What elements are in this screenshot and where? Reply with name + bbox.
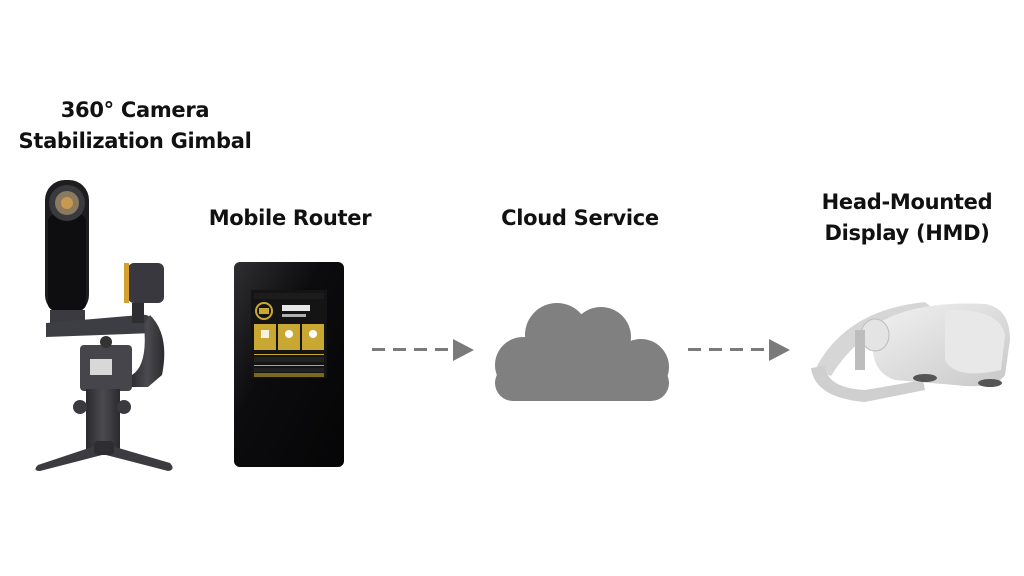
hmd-label-line-1: Head-Mounted xyxy=(821,190,993,214)
router-label-line-1: Mobile Router xyxy=(208,206,372,230)
gimbal-label-line-1: 360° Camera xyxy=(60,98,210,122)
mobile-router-icon xyxy=(234,262,344,467)
vr-headset-icon xyxy=(805,290,1015,415)
arrow-cloud-to-hmd xyxy=(688,338,793,362)
gimbal-label-line-2: Stabilization Gimbal xyxy=(18,129,252,153)
cloud-icon xyxy=(493,295,671,403)
hmd-label-line-2: Display (HMD) xyxy=(824,221,990,245)
camera-gimbal-icon xyxy=(20,175,200,475)
router-label: Mobile Router xyxy=(190,203,390,234)
hmd-label: Head-Mounted Display (HMD) xyxy=(790,187,1024,249)
gimbal-label: 360° Camera Stabilization Gimbal xyxy=(0,95,270,157)
arrow-router-to-cloud xyxy=(372,338,477,362)
cloud-label-line-1: Cloud Service xyxy=(501,206,659,230)
cloud-label: Cloud Service xyxy=(480,203,680,234)
